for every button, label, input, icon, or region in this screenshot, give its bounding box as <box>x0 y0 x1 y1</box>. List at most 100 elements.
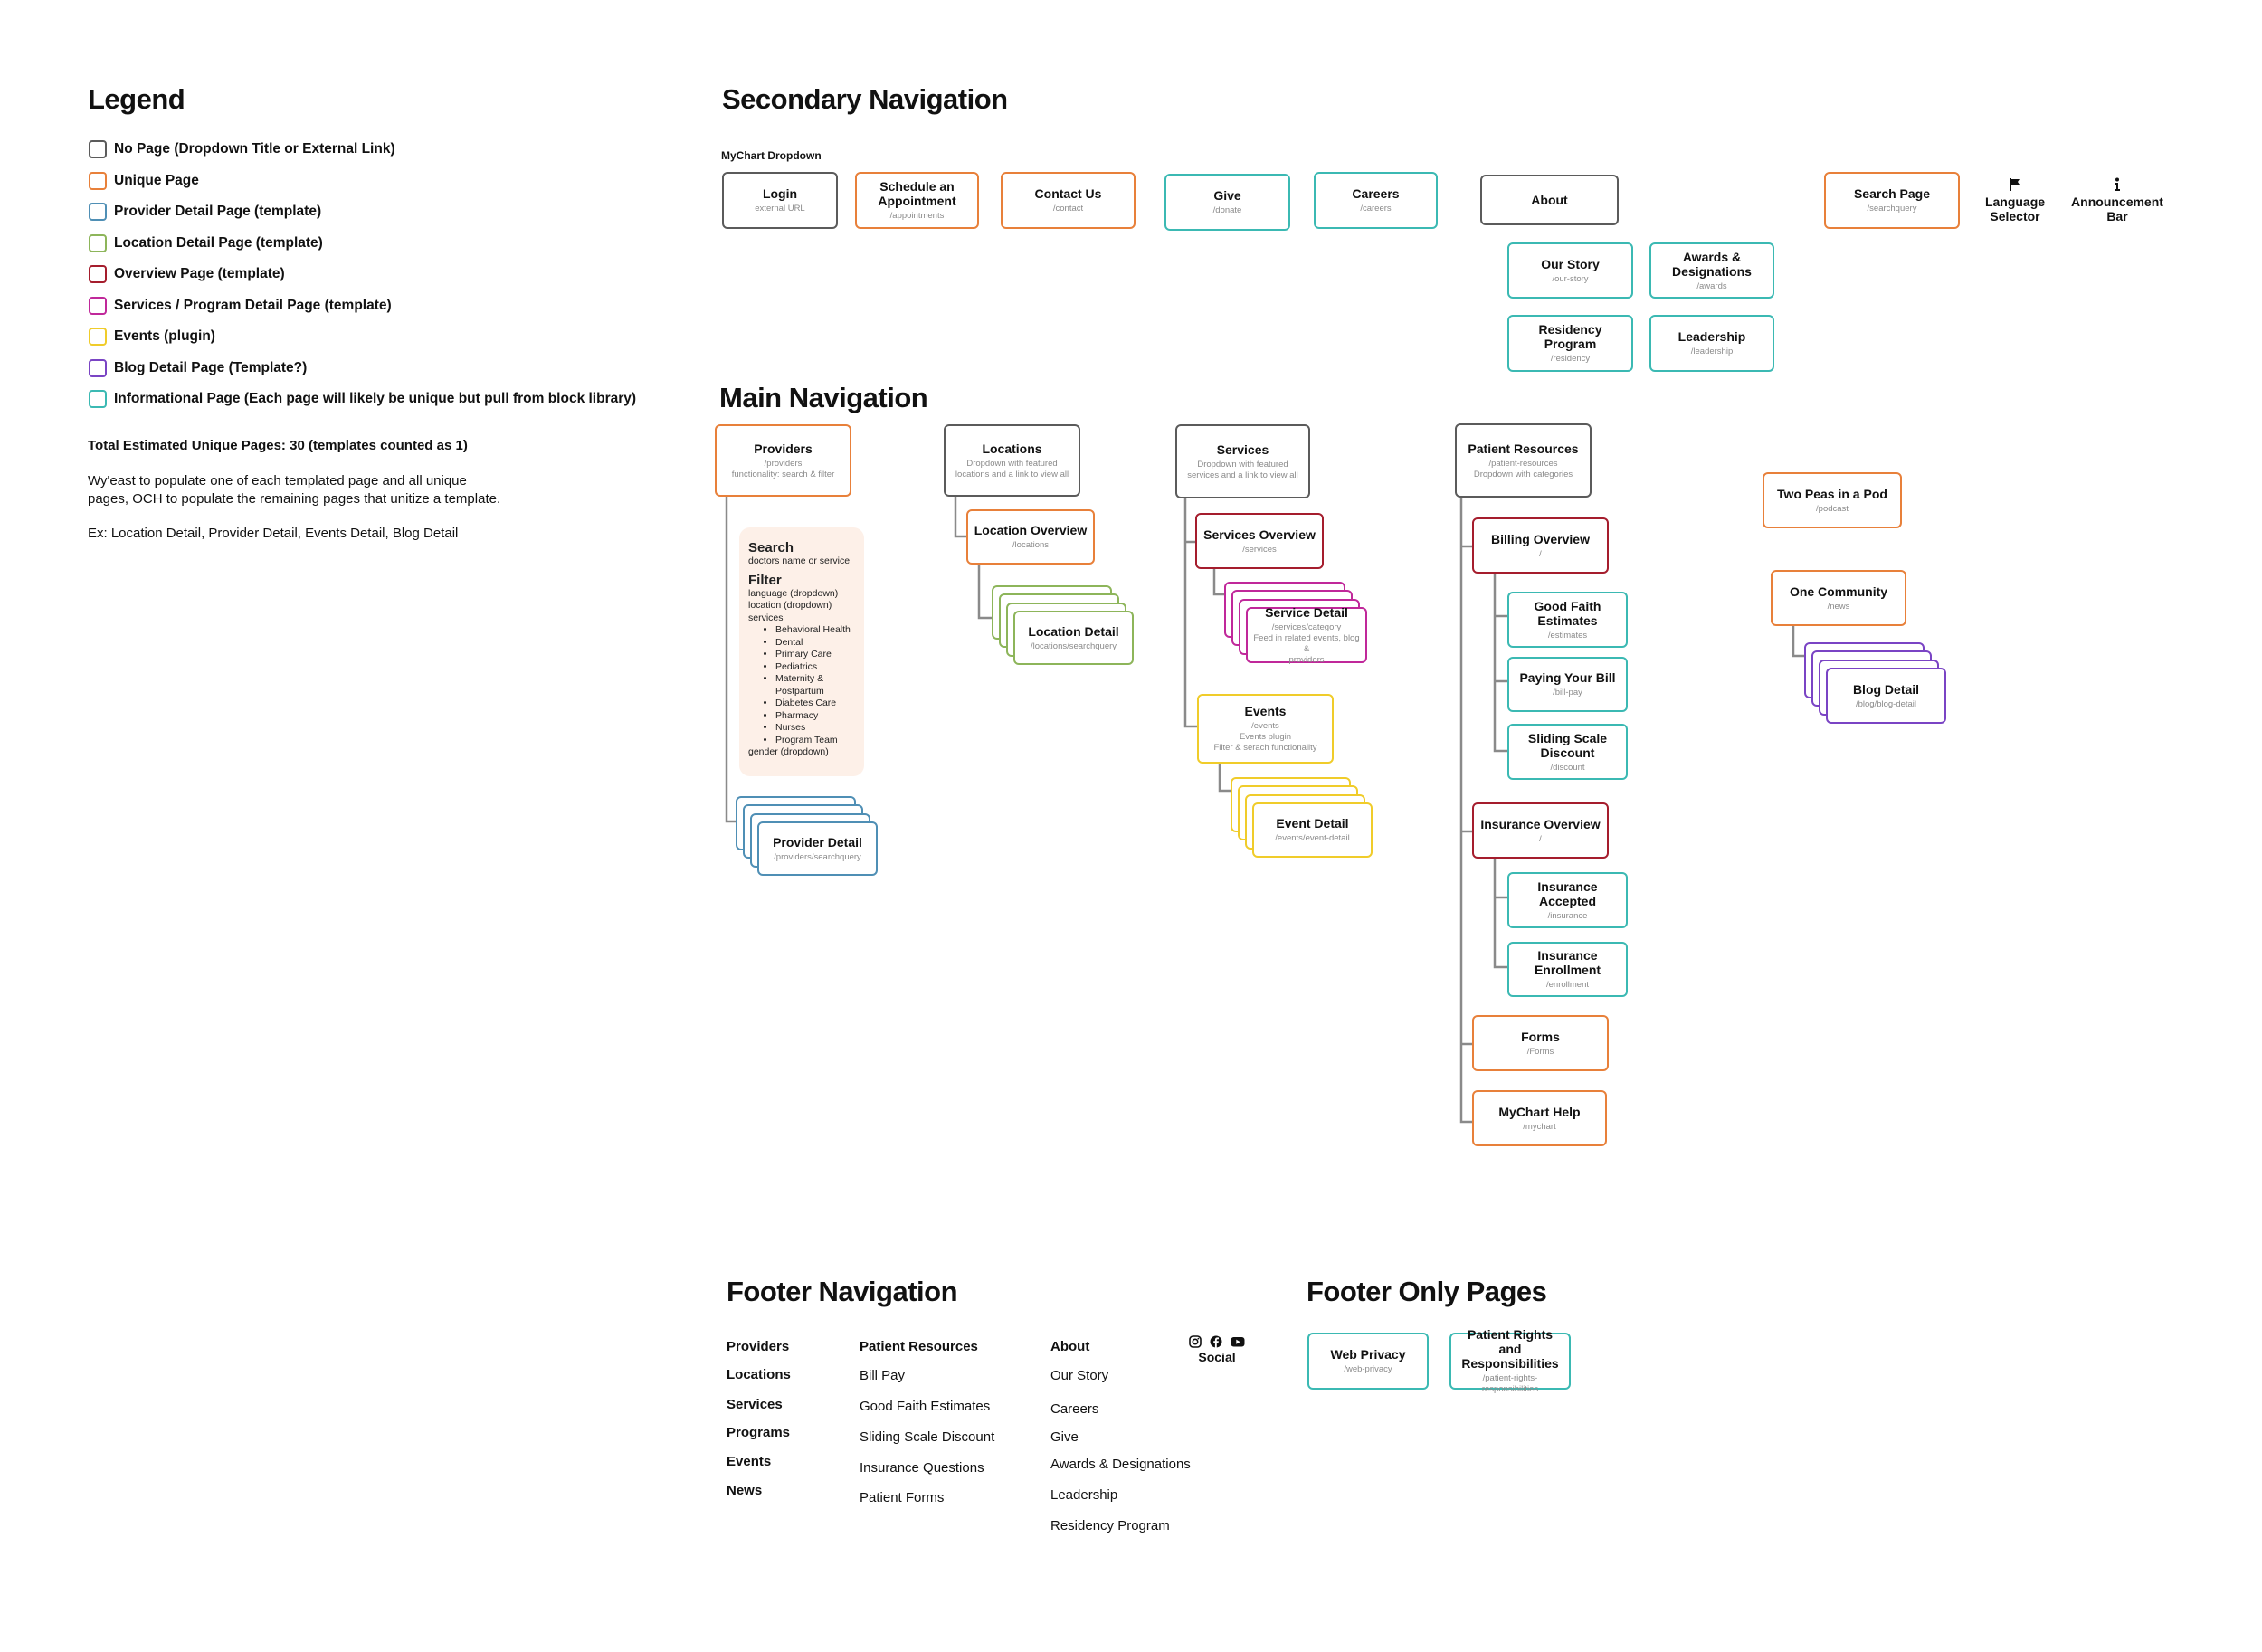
facebook-icon[interactable] <box>1210 1335 1222 1348</box>
page-box-insurance-overview[interactable]: Insurance Overview / <box>1472 802 1609 859</box>
page-box-services-overview[interactable]: Services Overview/services <box>1195 513 1324 569</box>
providers-search-filter-panel: Search doctors name or service Filter la… <box>739 527 864 776</box>
population-note-line2: pages, OCH to populate the remaining pag… <box>88 491 501 507</box>
page-subtitle: external URL <box>755 204 805 214</box>
page-box-schedule[interactable]: Schedule an Appointment/appointments <box>855 172 979 229</box>
page-title: Services Overview <box>1203 527 1316 542</box>
page-subtitle: / <box>1539 833 1542 844</box>
page-subtitle: /careers <box>1360 204 1392 214</box>
page-box-sliding-scale[interactable]: Sliding Scale Discount/discount <box>1507 724 1628 780</box>
connector-billing <box>1493 574 1507 753</box>
footer-link[interactable]: Good Faith Estimates <box>860 1399 991 1414</box>
legend-item-none: No Page (Dropdown Title or External Link… <box>89 140 395 158</box>
page-subtitle: /appointments <box>889 211 945 221</box>
page-box-forms[interactable]: Forms/Forms <box>1472 1015 1609 1071</box>
page-title: Good Faith Estimates <box>1534 598 1601 628</box>
connector-services <box>1183 498 1197 728</box>
announcement-bar[interactable]: Announcement Bar <box>2067 177 2167 223</box>
page-title: Give <box>1213 188 1241 203</box>
secondary-nav-title: Secondary Navigation <box>722 83 1008 115</box>
youtube-icon[interactable] <box>1231 1335 1245 1348</box>
page-box-provider-detail[interactable]: Provider Detail/providers/searchquery <box>757 821 878 876</box>
language-selector[interactable]: Language Selector <box>1965 177 2065 223</box>
footer-link[interactable]: Locations <box>727 1367 791 1382</box>
instagram-icon[interactable] <box>1189 1335 1202 1348</box>
footer-link[interactable]: Services <box>727 1397 783 1412</box>
footer-link[interactable]: Patient Resources <box>860 1339 978 1354</box>
footer-link[interactable]: Give <box>1050 1429 1079 1445</box>
footer-link[interactable]: Careers <box>1050 1401 1099 1417</box>
footer-link[interactable]: Insurance Questions <box>860 1460 984 1476</box>
page-title: Our Story <box>1541 256 1600 271</box>
page-subtitle: /mychart <box>1523 1121 1556 1132</box>
page-box-two-peas[interactable]: Two Peas in a Pod/podcast <box>1763 472 1902 528</box>
page-box-one-community[interactable]: One Community/news <box>1771 570 1906 626</box>
connector-services-overview <box>1212 569 1225 596</box>
page-title: Web Privacy <box>1330 1347 1406 1362</box>
legend-item-blog: Blog Detail Page (Template?) <box>89 358 307 377</box>
page-box-location-overview[interactable]: Location Overview/locations <box>966 509 1095 565</box>
footer-link[interactable]: Patient Forms <box>860 1490 945 1505</box>
footer-link[interactable]: Bill Pay <box>860 1368 906 1383</box>
footer-link[interactable]: Programs <box>727 1425 791 1440</box>
page-box-location-detail[interactable]: Location Detail/locations/searchquery <box>1013 611 1134 665</box>
announcement-bar-label: Announcement Bar <box>2071 195 2163 223</box>
footer-link[interactable]: News <box>727 1483 763 1498</box>
footer-link[interactable]: Leadership <box>1050 1487 1118 1503</box>
page-box-awards[interactable]: Awards & Designations/awards <box>1649 242 1774 299</box>
page-box-search[interactable]: Search Page/searchquery <box>1824 172 1960 229</box>
service-filter-item: Nurses <box>775 722 855 735</box>
page-box-our-story[interactable]: Our Story/our-story <box>1507 242 1633 299</box>
page-subtitle: /podcast <box>1816 503 1849 514</box>
page-box-residency[interactable]: Residency Program/residency <box>1507 315 1633 372</box>
page-subtitle: /donate <box>1212 205 1242 215</box>
page-subtitle: /locations <box>1012 540 1050 550</box>
page-title: Service Detail <box>1265 604 1348 620</box>
page-box-insurance-accepted[interactable]: Insurance Accepted/insurance <box>1507 872 1628 928</box>
filter-item: location (dropdown) <box>748 600 832 611</box>
page-title: Billing Overview <box>1491 531 1590 546</box>
footer-link[interactable]: About <box>1050 1339 1090 1354</box>
page-box-about[interactable]: About <box>1480 175 1619 225</box>
page-box-web-privacy[interactable]: Web Privacy/web-privacy <box>1307 1333 1429 1390</box>
page-box-give[interactable]: Give/donate <box>1164 174 1290 231</box>
footer-link[interactable]: Sliding Scale Discount <box>860 1429 995 1445</box>
page-box-event-detail[interactable]: Event Detail/events/event-detail <box>1252 802 1373 858</box>
legend-title: Legend <box>88 83 185 115</box>
page-box-patient-rights[interactable]: Patient Rights and Responsibilities/pati… <box>1449 1327 1571 1394</box>
filter-item: language (dropdown) <box>748 587 839 599</box>
page-box-blog-detail[interactable]: Blog Detail/blog/blog-detail <box>1826 668 1946 724</box>
page-title: Leadership <box>1677 329 1746 344</box>
page-box-leadership[interactable]: Leadership/leadership <box>1649 315 1774 372</box>
page-title: Schedule an Appointment <box>878 179 956 208</box>
footer-link[interactable]: Awards & Designations <box>1050 1457 1191 1472</box>
footer-link[interactable]: Residency Program <box>1050 1518 1170 1533</box>
page-title: One Community <box>1789 584 1888 599</box>
footer-link[interactable]: Providers <box>727 1339 790 1354</box>
legend-item-overview: Overview Page (template) <box>89 265 285 283</box>
service-filter-item: Pharmacy <box>775 710 855 723</box>
page-title: Insurance Overview <box>1480 816 1601 831</box>
page-subtitle: /Forms <box>1526 1046 1554 1057</box>
page-box-paying-bill[interactable]: Paying Your Bill/bill-pay <box>1507 657 1628 712</box>
footer-link[interactable]: Our Story <box>1050 1368 1109 1383</box>
page-subtitle: /news <box>1827 601 1850 612</box>
page-box-mychart-help[interactable]: MyChart Help/mychart <box>1472 1090 1607 1146</box>
page-title: Insurance Accepted <box>1537 878 1598 908</box>
page-box-contact[interactable]: Contact Us/contact <box>1001 172 1136 229</box>
footer-link[interactable]: Events <box>727 1454 772 1469</box>
connector-providers <box>725 497 736 823</box>
page-subtitle: providers <box>1288 654 1325 665</box>
page-box-insurance-enrollment[interactable]: Insurance Enrollment/enrollment <box>1507 942 1628 997</box>
page-box-billing-overview[interactable]: Billing Overview/ <box>1472 517 1609 574</box>
mychart-dropdown-label: MyChart Dropdown <box>721 149 822 162</box>
page-box-good-faith[interactable]: Good Faith Estimates/estimates <box>1507 592 1628 648</box>
page-box-careers[interactable]: Careers/careers <box>1314 172 1438 229</box>
